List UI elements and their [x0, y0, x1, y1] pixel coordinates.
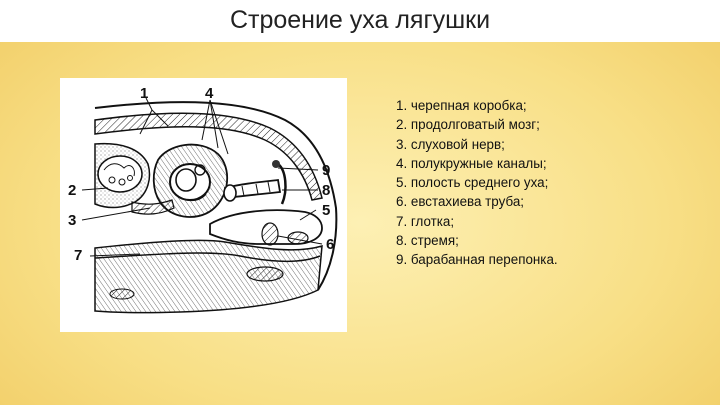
legend-item: 1. черепная коробка; [396, 98, 527, 113]
callout-7: 7 [74, 247, 82, 264]
callout-9: 9 [322, 162, 330, 179]
callout-1: 1 [140, 85, 148, 102]
legend-item: 9. барабанная перепонка. [396, 252, 558, 268]
callout-6: 6 [326, 236, 334, 253]
ear-diagram: 1 2 3 4 5 6 7 8 9 [60, 78, 347, 332]
callout-2: 2 [68, 182, 76, 199]
legend-item: 8. стремя; [396, 233, 459, 249]
skin-outline [94, 101, 338, 291]
legend-item: 3. слуховой нерв; [396, 136, 505, 152]
callout-5: 5 [322, 202, 330, 219]
callout-3: 3 [68, 212, 76, 229]
legend-item: 5. полость среднего уха; [396, 175, 549, 191]
brain-mass [97, 155, 143, 193]
stapes [224, 179, 282, 200]
tympanic-membrane [277, 163, 287, 205]
pharynx [94, 239, 323, 314]
legend-item: 7. глотка; [396, 213, 455, 229]
skull-band [94, 112, 323, 201]
legend-item: 4. полукружные каналы; [396, 155, 547, 171]
legend-list: 1. черепная коробка; 2. продолговатый мо… [396, 96, 706, 270]
title-bar: Строение уха лягушки [0, 0, 720, 42]
eustachian-tube [261, 222, 279, 246]
legend-item: 2. продолговатый мозг; [396, 117, 540, 133]
callout-4: 4 [205, 85, 214, 102]
auditory-nerve [131, 199, 175, 215]
ear-diagram-svg: 1 2 3 4 5 6 7 8 9 [68, 85, 338, 314]
callout-8: 8 [322, 182, 330, 199]
legend-item: 6. евстахиева труба; [396, 194, 524, 210]
slide-title: Строение уха лягушки [229, 6, 491, 34]
